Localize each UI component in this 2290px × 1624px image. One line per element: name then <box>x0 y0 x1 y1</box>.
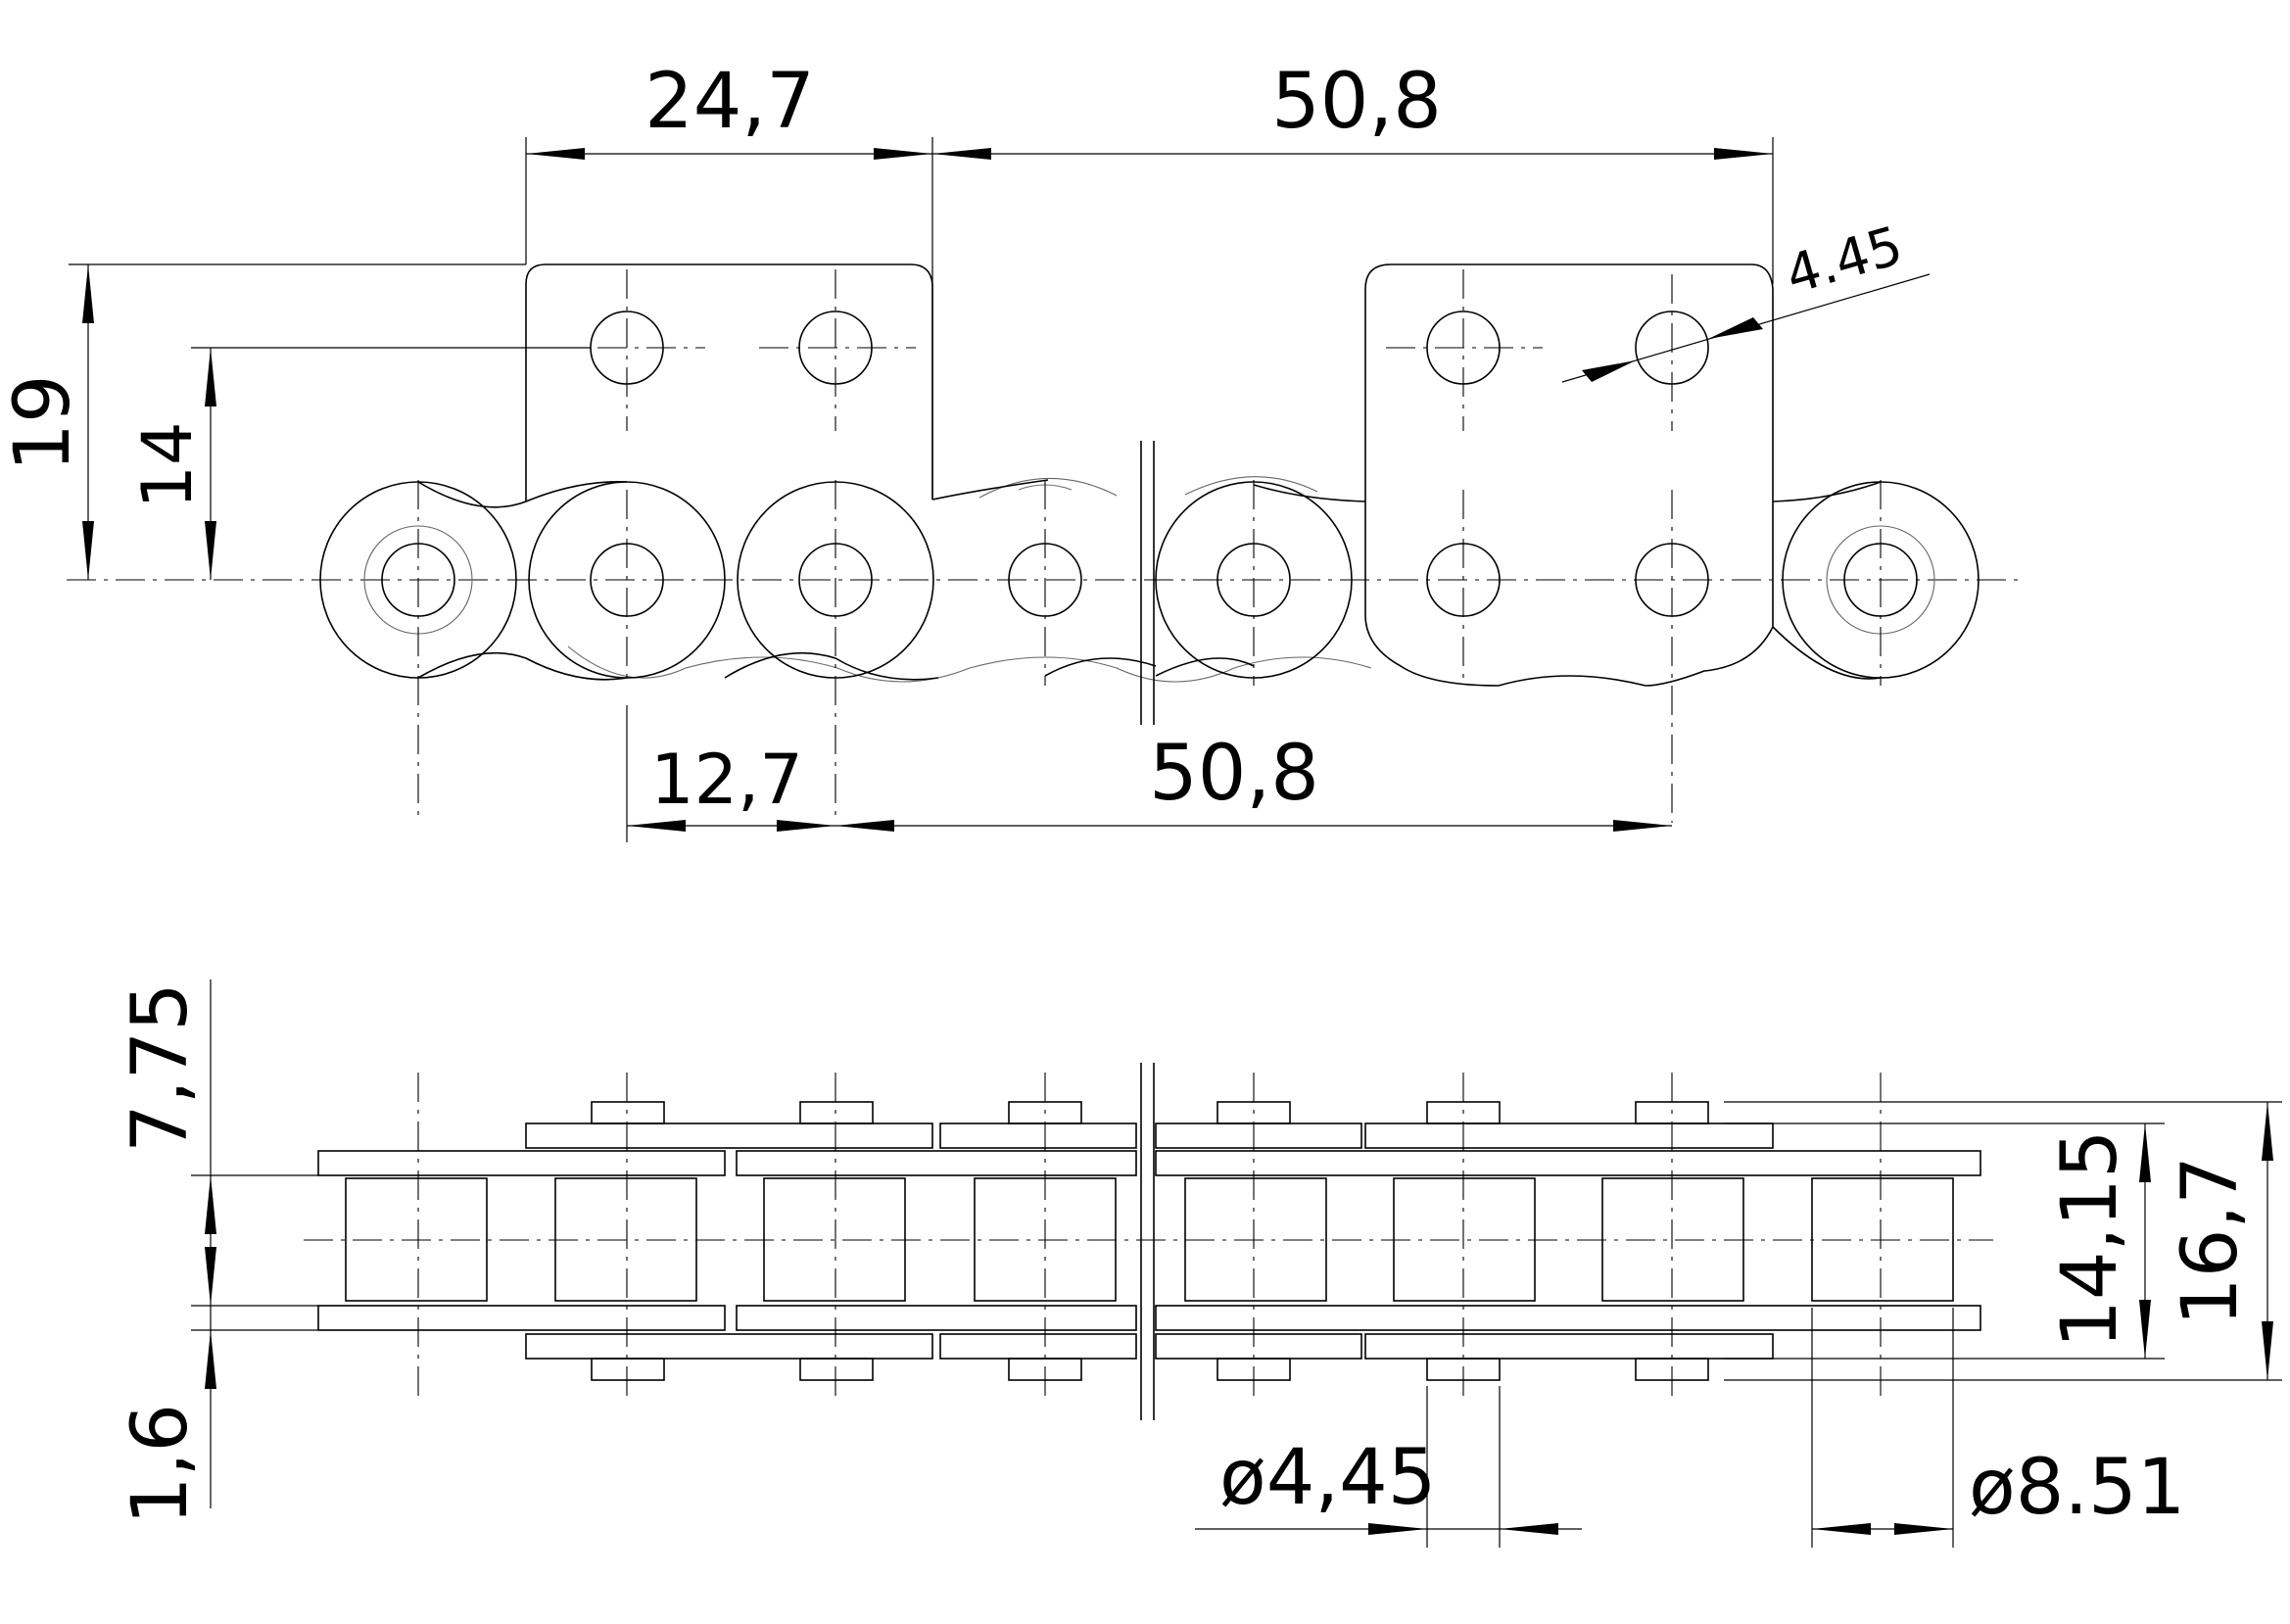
dim-label: 50,8 <box>1149 730 1319 818</box>
dim-label: 50,8 <box>1271 58 1442 146</box>
pin-heads <box>591 1101 1709 1381</box>
dim-total-height: 19 <box>0 263 526 580</box>
dim-lug-pitch: 50,8 <box>835 730 1672 832</box>
dim-label: 1,6 <box>117 1404 205 1525</box>
dim-label: 7,75 <box>117 982 205 1153</box>
hidden-link-outline <box>567 645 1372 683</box>
top-view: 24,7 50,8 4.45 19 <box>0 58 2026 842</box>
dim-label: ø4,45 <box>1219 1434 1436 1522</box>
inner-plates <box>317 1150 1981 1331</box>
dim-pin-diameter: ø4,45 <box>1195 1386 1582 1548</box>
dim-label: 14 <box>127 421 208 508</box>
dim-plate-thickness: 1,6 <box>117 1404 205 1525</box>
dim-inner-width: 7,75 <box>117 979 318 1508</box>
plate-bottom-2 <box>724 651 939 681</box>
dim-label: ø8.51 <box>1969 1444 2185 1532</box>
outer-plates <box>525 1122 1774 1360</box>
dim-lug-offset: 24,7 <box>525 58 933 500</box>
dim-overall-width: 16,7 <box>1724 1101 2282 1381</box>
dim-inner-overall: 14,15 <box>1724 1122 2165 1360</box>
dim-label: 16,7 <box>2167 1156 2255 1326</box>
left-attachment-lug <box>525 263 933 502</box>
plate-bottom-1 <box>417 651 628 681</box>
side-center-lines <box>304 1073 1993 1401</box>
plate-top-2 <box>931 479 1049 501</box>
dim-pitch: 12,7 <box>626 705 835 842</box>
hole-center-lines <box>417 269 1882 823</box>
dim-roller-diameter: ø8.51 <box>1811 1308 2185 1548</box>
hidden-link-top <box>978 477 1118 499</box>
side-view: 7,75 1,6 14,15 16,7 <box>117 979 2282 1548</box>
dim-label: 19 <box>0 374 87 471</box>
dim-label: 14,15 <box>2046 1129 2134 1348</box>
right-attachment-lug <box>1364 263 1774 687</box>
dim-label: 4.45 <box>1779 215 1909 307</box>
plate-bottom-4 <box>1155 657 1255 677</box>
plate-bottom-5 <box>1772 626 1882 680</box>
dim-label: 24,7 <box>644 58 815 146</box>
plate-bottom-3 <box>1044 657 1157 677</box>
dim-hole-diameter: 4.45 <box>1561 215 1931 383</box>
plate-top-1 <box>417 481 628 508</box>
dim-hole-height: 14 <box>127 347 591 580</box>
hidden-link-top-2 <box>1184 476 1318 496</box>
dim-lug-spacing: 50,8 <box>932 58 1774 284</box>
dim-label: 12,7 <box>650 740 803 820</box>
